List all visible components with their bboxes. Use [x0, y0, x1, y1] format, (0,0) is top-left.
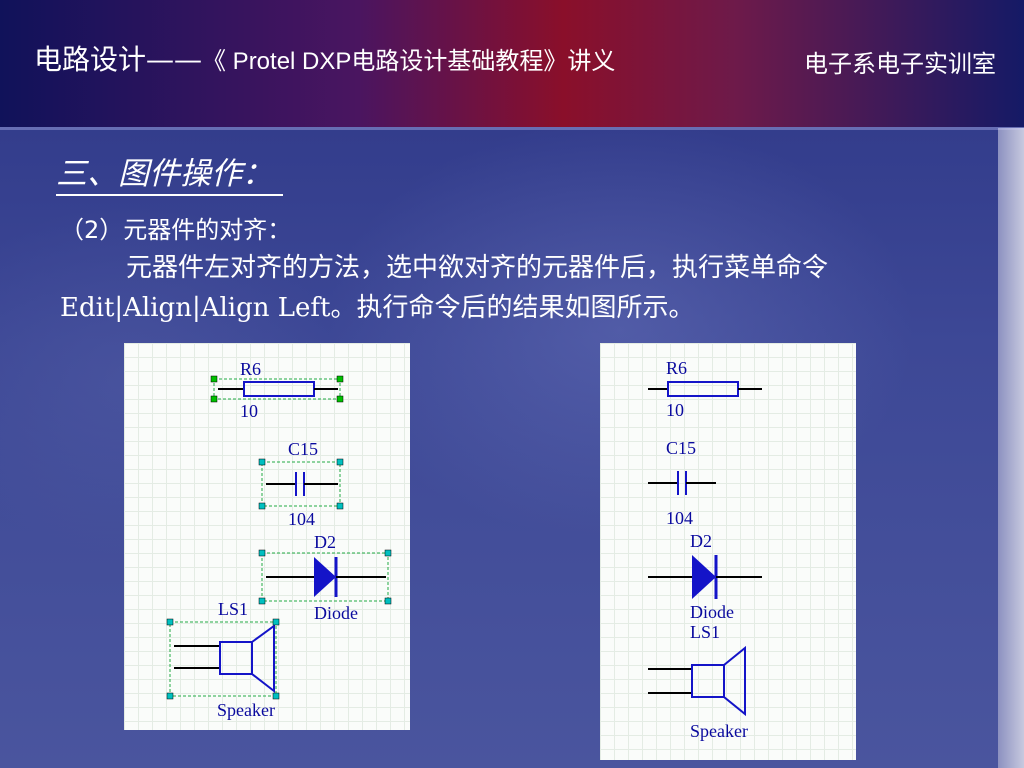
handle[interactable]: [336, 458, 344, 466]
diode-designator: D2: [690, 531, 712, 551]
slide-right-strip: [998, 128, 1024, 768]
handle[interactable]: [258, 549, 266, 557]
diode-triangle: [692, 555, 716, 599]
diode-triangle: [314, 557, 336, 597]
handle[interactable]: [384, 549, 392, 557]
speaker-value: Speaker: [690, 721, 748, 741]
capacitor-designator: C15: [288, 439, 318, 459]
handle[interactable]: [210, 395, 218, 403]
selection-box: [169, 621, 277, 697]
handle[interactable]: [336, 375, 344, 383]
schematic-before-panel: R6 10 C15 104 D2: [124, 343, 410, 730]
resistor-body: [667, 381, 739, 397]
resistor-value: 10: [666, 400, 684, 420]
handle[interactable]: [336, 395, 344, 403]
speaker-value: Speaker: [217, 700, 275, 720]
diode-d2-before[interactable]: D2 Diode: [258, 532, 392, 623]
speaker-ls1-after[interactable]: LS1 Speaker: [648, 622, 748, 741]
diode-d2-after[interactable]: D2 Diode: [648, 531, 762, 622]
speaker-cone: [723, 645, 746, 717]
capacitor-value: 104: [666, 508, 693, 528]
schematic-after: R6 10 C15 104 D2 Diode LS1 Speaker: [648, 358, 762, 741]
course-title-main: 电路设计——: [34, 43, 203, 76]
handle[interactable]: [272, 618, 280, 626]
slide-header: [0, 0, 1024, 127]
diode-value: Diode: [314, 603, 358, 623]
handle[interactable]: [258, 458, 266, 466]
resistor-body: [243, 381, 315, 397]
handle[interactable]: [166, 618, 174, 626]
handle[interactable]: [258, 502, 266, 510]
speaker-ls1-before[interactable]: LS1 Speaker: [166, 599, 280, 720]
header-divider: [0, 127, 1024, 130]
diode-value: Diode: [690, 602, 734, 622]
handle[interactable]: [336, 502, 344, 510]
schematic-after-panel: R6 10 C15 104 D2 Diode LS1 Speaker: [600, 343, 856, 760]
speaker-body: [219, 641, 253, 675]
resistor-designator: R6: [240, 359, 261, 379]
resistor-r6-before[interactable]: R6 10: [210, 359, 344, 421]
selection-box: [213, 378, 341, 400]
handle[interactable]: [258, 597, 266, 605]
capacitor-c15-before[interactable]: C15 104: [258, 439, 344, 529]
speaker-body: [691, 664, 725, 698]
capacitor-designator: C15: [666, 438, 696, 458]
capacitor-value: 104: [288, 509, 315, 529]
selection-box: [261, 461, 341, 507]
subheading: （2）元器件的对齐：: [60, 216, 292, 244]
course-title-book: 《 Protel DXP电路设计基础教程》讲义: [202, 48, 616, 75]
speaker-designator: LS1: [218, 599, 248, 619]
selection-box: [261, 552, 389, 602]
course-title: 电路设计——《 Protel DXP电路设计基础教程》讲义: [34, 38, 615, 78]
resistor-value: 10: [240, 401, 258, 421]
speaker-cone: [251, 624, 275, 694]
handle[interactable]: [384, 597, 392, 605]
schematic-before: R6 10 C15 104 D2: [166, 359, 392, 720]
handle[interactable]: [210, 375, 218, 383]
speaker-designator: LS1: [690, 622, 720, 642]
instruction-paragraph: 元器件左对齐的方法，选中欲对齐的元器件后，执行菜单命令Edit|Align|Al…: [60, 248, 990, 328]
handle[interactable]: [166, 692, 174, 700]
department-name: 电子系电子实训室: [804, 50, 996, 78]
resistor-designator: R6: [666, 358, 687, 378]
section-heading: 三、图件操作：: [56, 154, 283, 196]
diode-designator: D2: [314, 532, 336, 552]
paragraph-text: 元器件左对齐的方法，选中欲对齐的元器件后，执行菜单命令Edit|Align|Al…: [60, 253, 829, 323]
handle[interactable]: [272, 692, 280, 700]
resistor-r6-after[interactable]: R6 10: [648, 358, 762, 420]
capacitor-c15-after[interactable]: C15 104: [648, 438, 716, 528]
